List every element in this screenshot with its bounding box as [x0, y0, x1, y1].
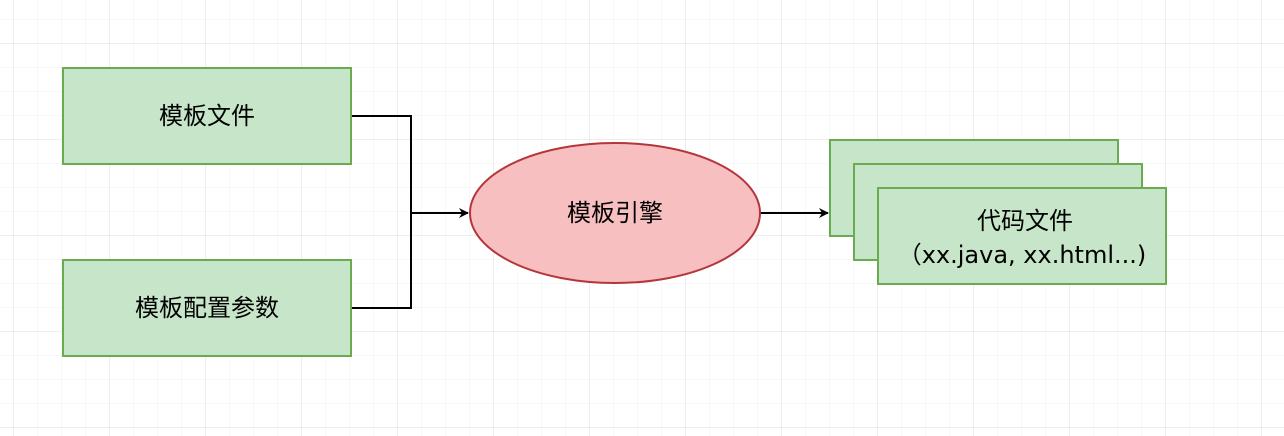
template-file-box[interactable]: 模板文件 — [62, 67, 352, 165]
template-params-label: 模板配置参数 — [135, 294, 279, 322]
template-engine-ellipse[interactable]: 模板引擎 — [469, 142, 761, 284]
code-files-subtitle: （xx.java, xx.html...) — [898, 241, 1147, 269]
template-file-label: 模板文件 — [159, 102, 255, 130]
code-file-front — [877, 187, 1167, 285]
code-files-title: 代码文件 — [977, 207, 1073, 235]
connector-template-params[interactable] — [351, 213, 412, 309]
template-params-box[interactable]: 模板配置参数 — [62, 259, 352, 357]
template-engine-label: 模板引擎 — [567, 199, 663, 227]
code-files-stack[interactable]: 代码文件 （xx.java, xx.html...) — [829, 139, 1167, 285]
connector-template-file[interactable] — [351, 115, 469, 218]
